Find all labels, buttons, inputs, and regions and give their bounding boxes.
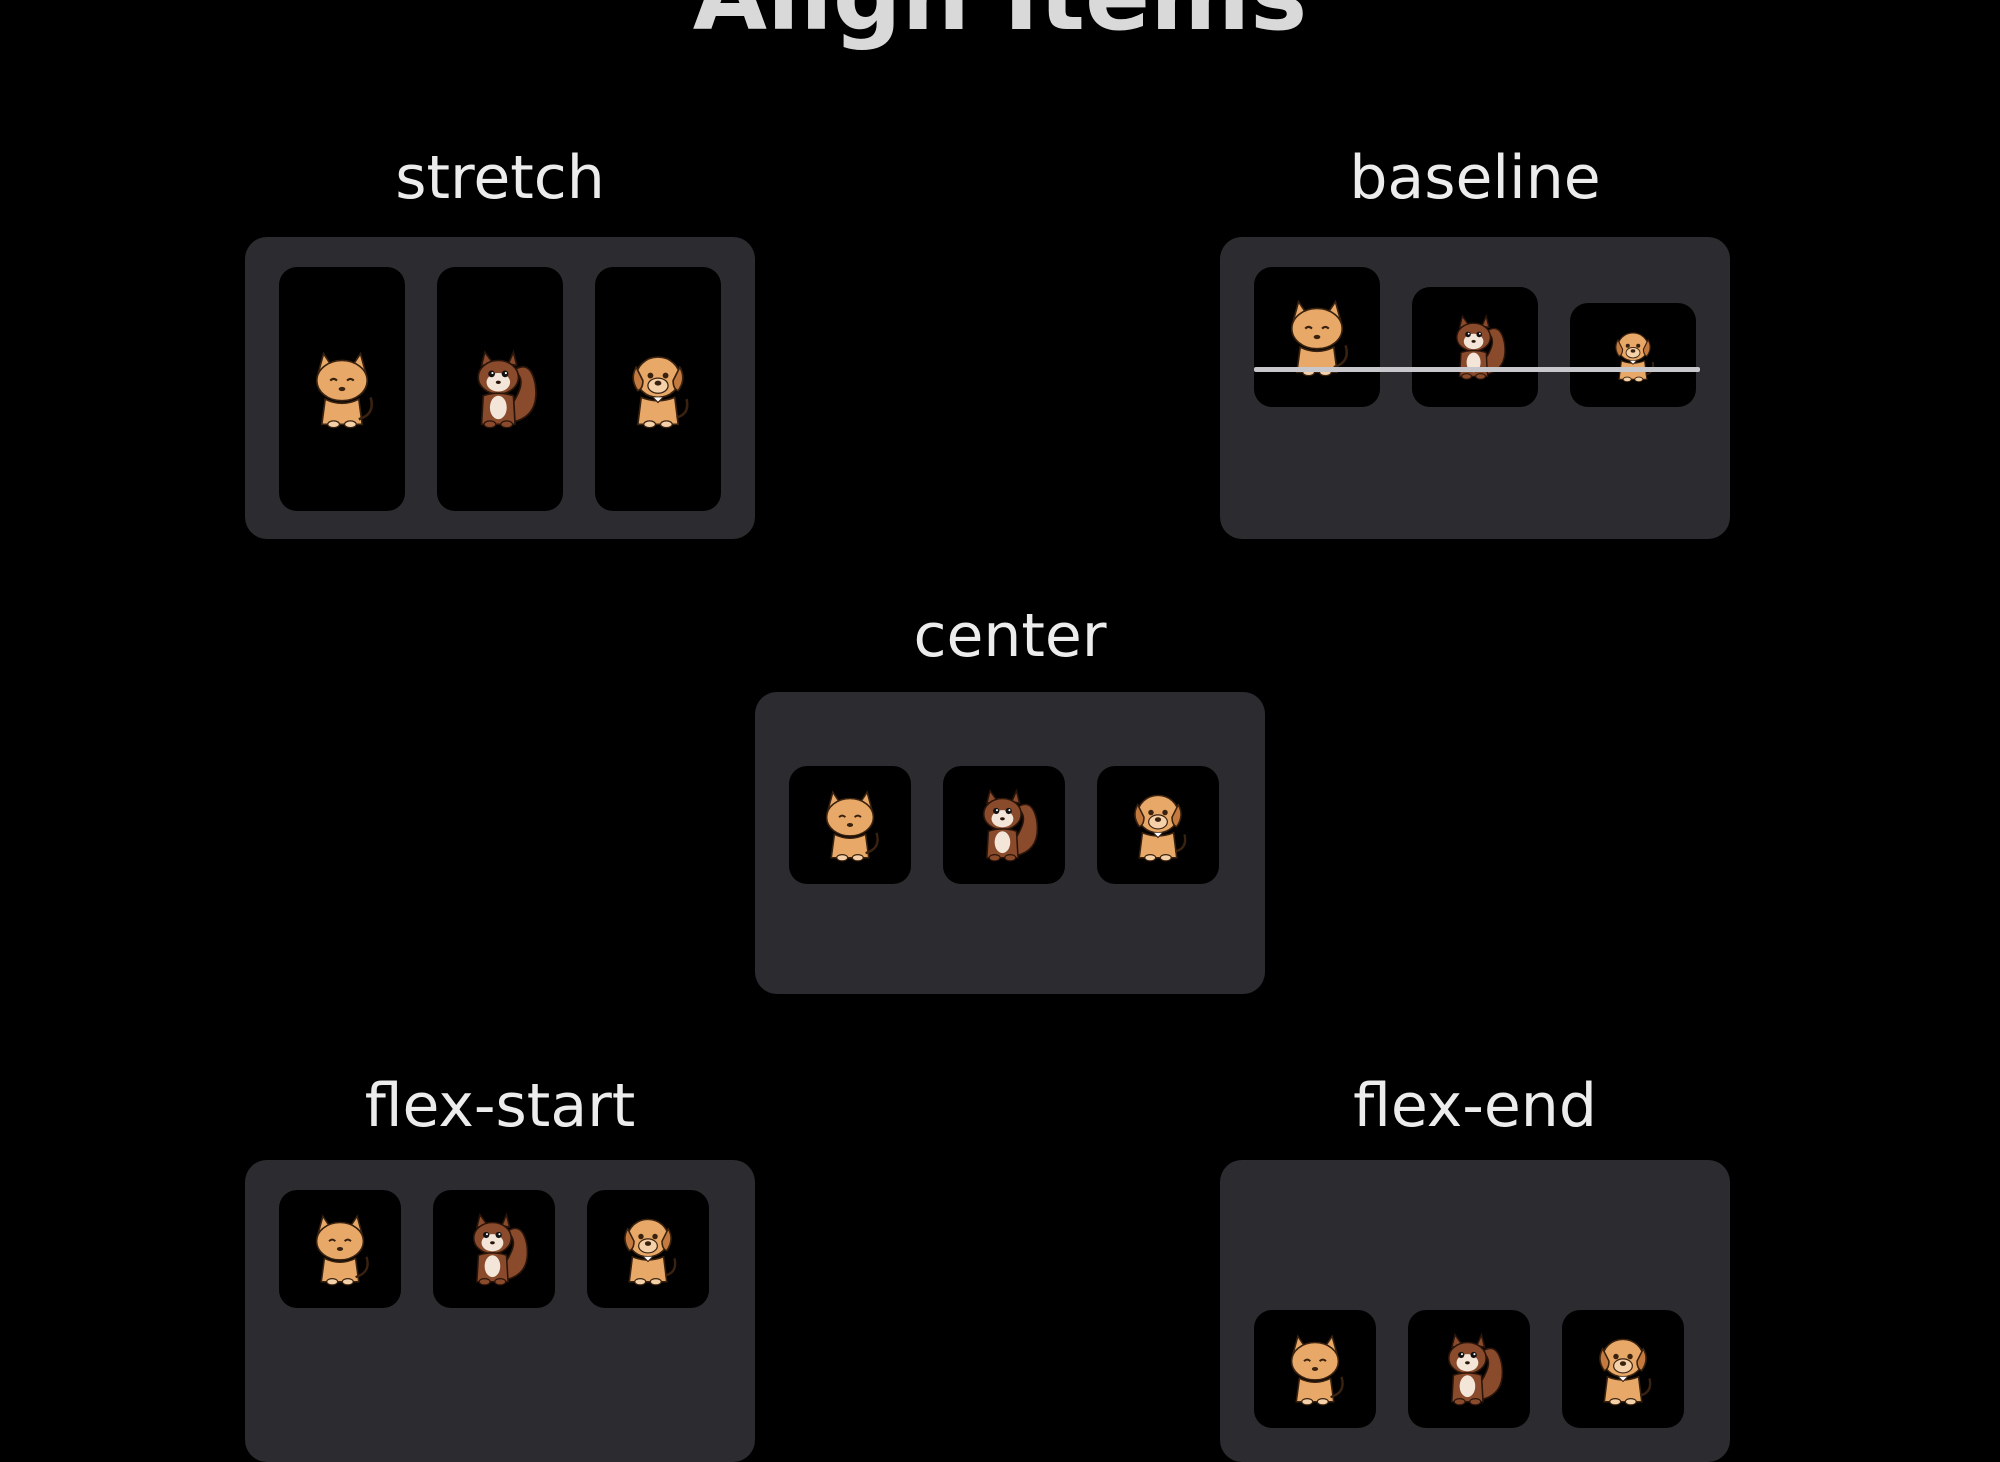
dog-icon bbox=[609, 1210, 687, 1288]
dog-icon bbox=[1604, 326, 1662, 384]
flex-end-item-squirrel bbox=[1408, 1310, 1530, 1428]
flex-end-item-dog bbox=[1562, 1310, 1684, 1428]
center-item-dog bbox=[1097, 766, 1219, 884]
dog-icon bbox=[1584, 1330, 1662, 1408]
flex-end-label: flex-end bbox=[1353, 1071, 1597, 1141]
cat-icon bbox=[1276, 1330, 1354, 1408]
flex-end-container bbox=[1220, 1160, 1730, 1462]
stretch-item-dog bbox=[595, 267, 721, 511]
flex-end-item-cat bbox=[1254, 1310, 1376, 1428]
stretch-container bbox=[245, 237, 755, 539]
flex-start-label: flex-start bbox=[364, 1071, 636, 1141]
baseline-item-squirrel bbox=[1412, 287, 1538, 407]
baseline-container bbox=[1220, 237, 1730, 539]
center-item-squirrel bbox=[943, 766, 1065, 884]
flex-start-container bbox=[245, 1160, 755, 1462]
cat-icon bbox=[301, 1210, 379, 1288]
stretch-item-squirrel bbox=[437, 267, 563, 511]
flex-start-item-dog bbox=[587, 1190, 709, 1308]
baseline-item-cat bbox=[1254, 267, 1380, 407]
center-item-cat bbox=[789, 766, 911, 884]
center-label: center bbox=[913, 601, 1107, 671]
center-container bbox=[755, 692, 1265, 994]
squirrel-icon bbox=[1440, 312, 1510, 382]
dog-icon bbox=[1119, 786, 1197, 864]
squirrel-icon bbox=[458, 347, 542, 431]
baseline-label: baseline bbox=[1349, 143, 1601, 213]
squirrel-icon bbox=[1430, 1330, 1508, 1408]
stretch-label: stretch bbox=[395, 143, 605, 213]
stretch-item-cat bbox=[279, 267, 405, 511]
baseline-line bbox=[1254, 367, 1700, 372]
baseline-item-dog bbox=[1570, 303, 1696, 407]
squirrel-icon bbox=[965, 786, 1043, 864]
dog-icon bbox=[616, 347, 700, 431]
flex-start-item-squirrel bbox=[433, 1190, 555, 1308]
flex-start-item-cat bbox=[279, 1190, 401, 1308]
cat-icon bbox=[811, 786, 889, 864]
cat-icon bbox=[300, 347, 384, 431]
page-title: Align Items bbox=[0, 0, 2000, 44]
squirrel-icon bbox=[455, 1210, 533, 1288]
